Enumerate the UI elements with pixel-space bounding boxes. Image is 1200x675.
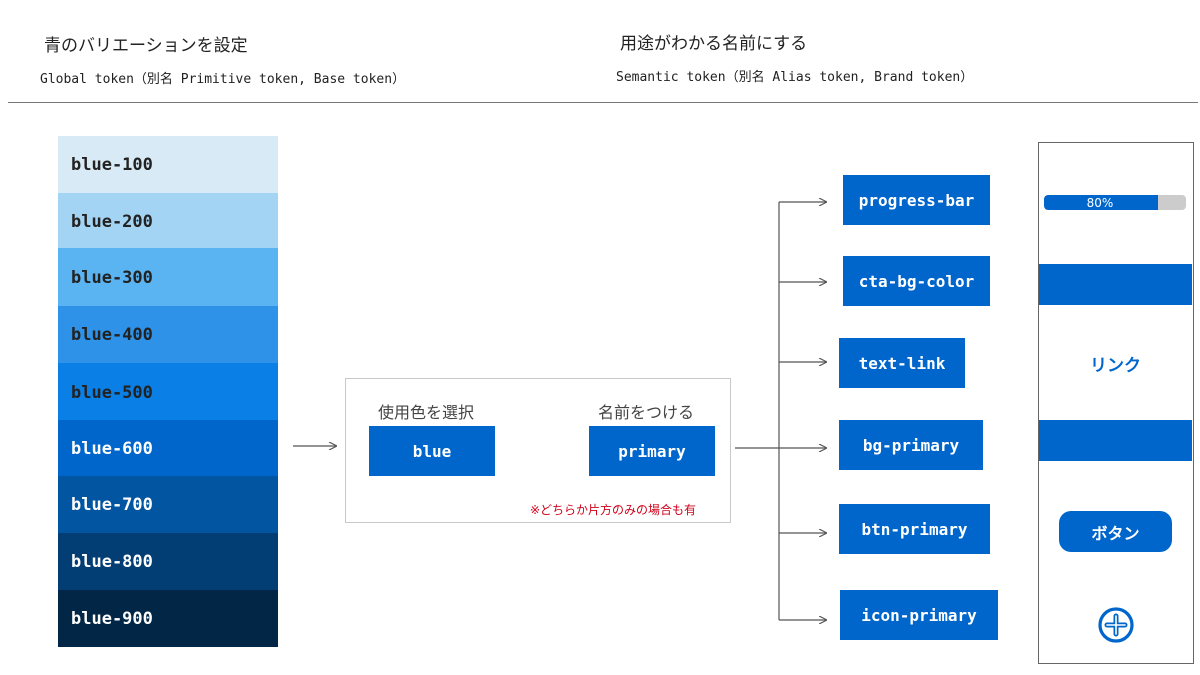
semantic-token-label: bg-primary — [862, 435, 960, 455]
swatch-label: blue-600 — [71, 439, 153, 459]
swatch-label: blue-700 — [71, 495, 153, 515]
swatch-label: blue-200 — [71, 212, 153, 232]
swatch-label: blue-500 — [71, 382, 153, 403]
swatch-blue-400: blue-400 — [58, 306, 278, 364]
semantic-token-btn-primary: btn-primary — [839, 504, 990, 554]
semantic-token-label: cta-bg-color — [858, 271, 975, 291]
progress-label: 80% — [1086, 196, 1114, 210]
semantic-token-icon-primary: icon-primary — [840, 590, 998, 640]
swatch-label: blue-900 — [71, 608, 153, 629]
semantic-token-cta-bg-color: cta-bg-color — [843, 256, 990, 306]
step1-label: 使用色を選択 — [378, 403, 475, 422]
progress-bar: 80% — [1044, 195, 1186, 210]
usage-preview-panel: 80% リンク ボタン — [1038, 142, 1194, 664]
swatch-blue-800: blue-800 — [58, 533, 278, 591]
swatch-blue-700: blue-700 — [58, 476, 278, 534]
swatch-blue-100: blue-100 — [58, 136, 278, 194]
swatch-blue-900: blue-900 — [58, 590, 278, 647]
progress-fill — [1044, 195, 1158, 210]
swatch-label: blue-100 — [71, 155, 153, 175]
semantic-token-progress-bar: progress-bar — [843, 175, 990, 225]
swatch-blue-300: blue-300 — [58, 248, 278, 307]
semantic-token-title: 用途がわかる名前にする — [620, 34, 808, 54]
semantic-token-label: progress-bar — [858, 190, 975, 210]
semantic-token-label: icon-primary — [861, 605, 977, 625]
semantic-token-label: text-link — [858, 353, 946, 373]
step1-chip: blue — [369, 426, 495, 476]
step2-label: 名前をつける — [598, 403, 695, 422]
swatch-blue-600: blue-600 — [58, 420, 278, 478]
process-note: ※どちらか片方のみの場合も有 — [530, 503, 697, 517]
plus-circle-icon[interactable] — [1097, 606, 1135, 644]
semantic-token-bg-primary: bg-primary — [839, 420, 983, 470]
step2-value: primary — [618, 441, 686, 461]
primary-button[interactable]: ボタン — [1059, 511, 1172, 552]
semantic-token-text-link: text-link — [839, 338, 965, 388]
bg-primary-band — [1039, 420, 1192, 461]
global-token-subtitle: Global token（別名 Primitive token, Base to… — [40, 72, 406, 87]
swatch-blue-500: blue-500 — [58, 363, 278, 422]
step2-chip: primary — [589, 426, 715, 476]
semantic-token-label: btn-primary — [861, 519, 968, 539]
swatch-blue-200: blue-200 — [58, 193, 278, 251]
semantic-token-subtitle: Semantic token（別名 Alias token, Brand tok… — [616, 70, 974, 85]
header-divider — [8, 102, 1198, 103]
cta-bg-band — [1039, 264, 1192, 305]
swatch-label: blue-300 — [71, 267, 153, 288]
swatch-label: blue-800 — [71, 552, 153, 572]
text-link[interactable]: リンク — [1090, 356, 1141, 376]
primary-button-label: ボタン — [1091, 523, 1140, 543]
swatch-label: blue-400 — [71, 325, 153, 345]
step1-value: blue — [412, 441, 452, 461]
global-token-title: 青のバリエーションを設定 — [44, 36, 248, 56]
